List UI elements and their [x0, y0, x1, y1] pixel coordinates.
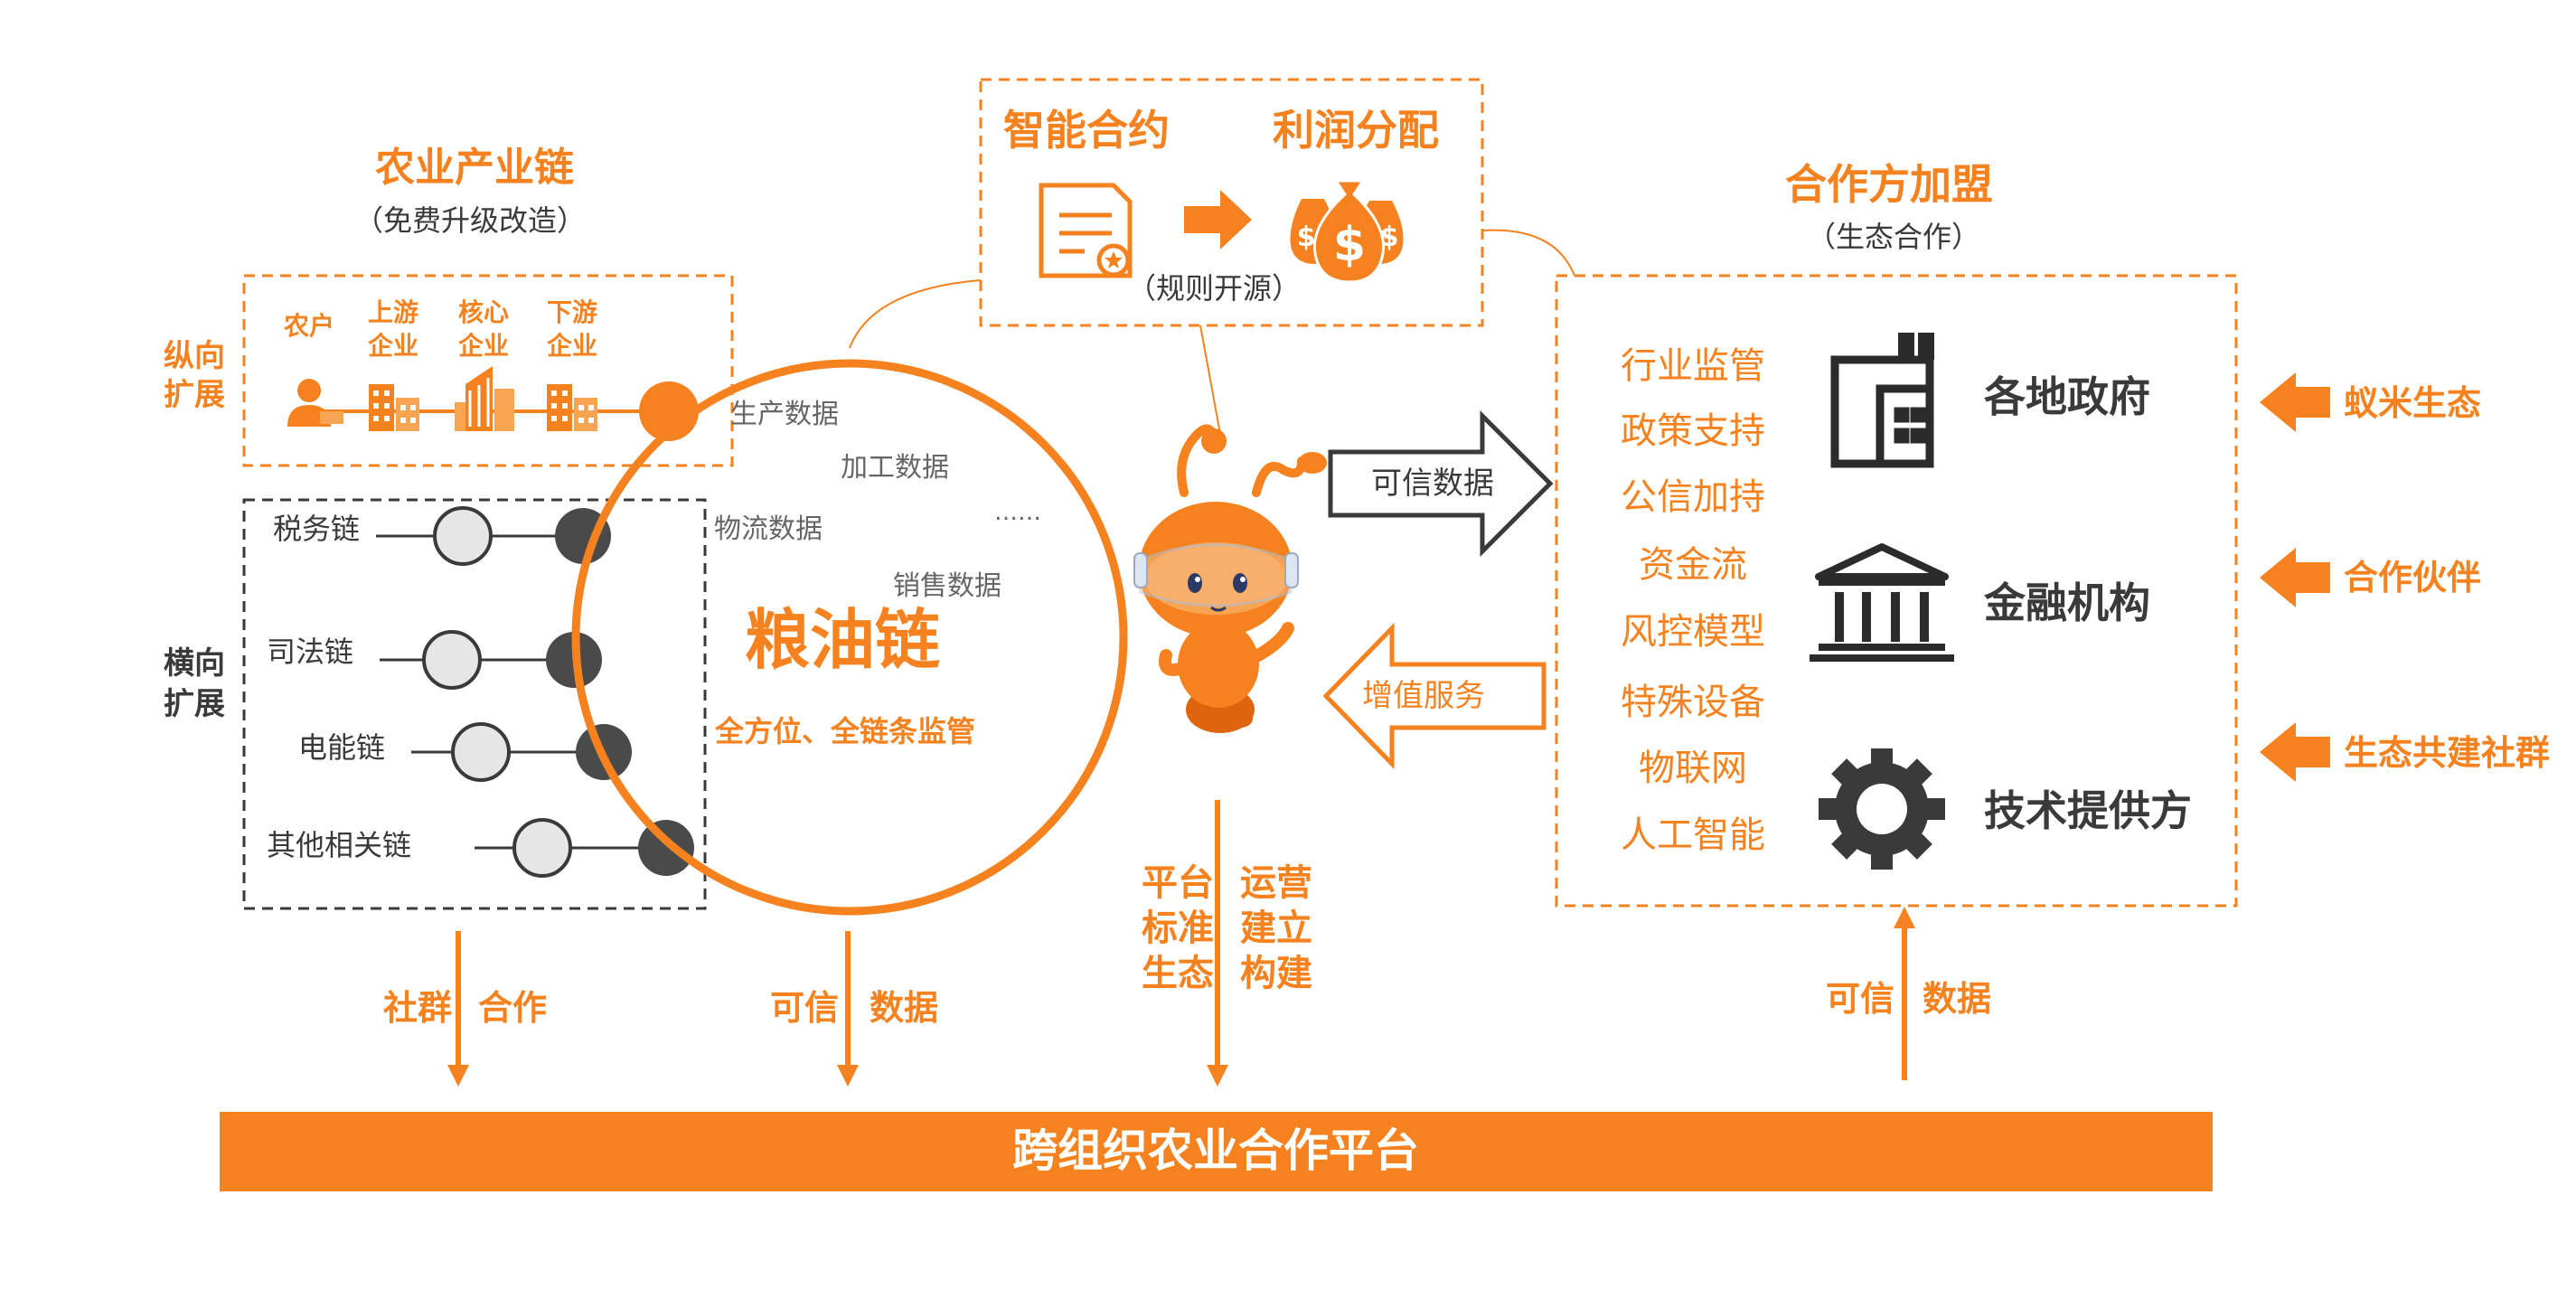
- grain-oil-chain-title: 粮油链: [745, 602, 940, 678]
- vertical-node-3-label-2: 企业: [458, 331, 509, 361]
- chain-row-judicial: 司法链: [267, 630, 602, 690]
- partner-label-government: 各地政府: [1984, 372, 2150, 421]
- connector-circle-to-contract: [849, 279, 982, 349]
- trusted-data-arrow-right: [1328, 409, 1554, 558]
- chain-light-node: [433, 506, 493, 566]
- vertical-node-4-label-1: 下游: [547, 297, 597, 327]
- partners-box: [1555, 274, 2238, 908]
- center-col-1-line-1: 平台: [1142, 862, 1214, 904]
- vertical-node-3-label-1: 核心: [458, 297, 509, 327]
- platform-title: 跨组织农业合作平台: [1012, 1124, 1419, 1177]
- vertical-node-1-label: 农户: [283, 311, 334, 341]
- data-label-logistics: 物流数据: [714, 513, 823, 545]
- chain-light-node: [422, 630, 482, 690]
- data-label-ellipsis: ……: [994, 499, 1041, 526]
- trusted-data-arrow-label: 可信数据: [1371, 466, 1494, 502]
- svg-text:$: $: [1380, 221, 1399, 253]
- center-col-2-line-2: 建立: [1240, 908, 1312, 949]
- service-item: 特殊设备: [1621, 682, 1765, 723]
- right-panel-title: 合作方加盟: [1785, 160, 1993, 209]
- center-col-2-line-3: 构建: [1240, 953, 1312, 994]
- community-label-left: 社群: [383, 988, 452, 1028]
- center-col-1-line-3: 生态: [1142, 953, 1214, 994]
- horizontal-label-1: 横向: [164, 645, 225, 682]
- ecosystem-arrow-2: [2260, 548, 2330, 607]
- vertical-label-2: 扩展: [164, 377, 225, 413]
- service-item: 风控模型: [1621, 611, 1765, 653]
- gear-icon: [1819, 748, 1945, 870]
- data-label-processing: 加工数据: [841, 452, 949, 484]
- trusted-label-left-2: 可信: [1826, 979, 1894, 1019]
- chain-row-tax: 税务链: [273, 506, 611, 566]
- profit-sharing-label: 利润分配: [1273, 106, 1439, 155]
- svg-text:$: $: [1333, 218, 1366, 272]
- service-item: 公信加持: [1621, 476, 1765, 518]
- trusted-label-right-2: 数据: [1923, 979, 1991, 1019]
- chain-row-other: 其他相关链: [267, 818, 694, 878]
- chain-label: 司法链: [267, 635, 353, 669]
- chain-label: 电能链: [298, 730, 385, 765]
- chain-label: 其他相关链: [267, 828, 411, 862]
- chain-dark-node: [638, 820, 694, 876]
- platform-bar: [220, 1112, 2213, 1191]
- grain-oil-chain-circle: [571, 359, 1128, 916]
- svg-text:$: $: [1297, 221, 1316, 253]
- ecosystem-arrow-1: [2260, 372, 2330, 432]
- building-icon: [547, 384, 597, 431]
- vertical-label-1: 纵向: [164, 338, 225, 374]
- data-label-sales: 销售数据: [893, 570, 1001, 602]
- smart-contract-label: 智能合约: [1003, 106, 1170, 155]
- money-bags-icon: $ $ $: [1290, 179, 1404, 284]
- vertical-expansion-box: [242, 274, 734, 467]
- smart-contract-box: [979, 78, 1484, 327]
- partner-label-tech: 技术提供方: [1984, 786, 2192, 835]
- community-label-right: 合作: [478, 988, 547, 1028]
- right-panel-subtitle: （生态合作）: [1807, 220, 1980, 254]
- ecosystem-label-partners: 合作伙伴: [2344, 558, 2481, 597]
- grain-oil-chain-subtitle: 全方位、全链条监管: [714, 714, 975, 748]
- value-added-arrow-left: [1322, 622, 1547, 770]
- chain-light-node: [512, 818, 572, 878]
- data-label-production: 生产数据: [730, 399, 839, 430]
- farmer-icon: [287, 379, 343, 427]
- connector-contract-to-partners: [1481, 229, 1575, 277]
- left-panel-title: 农业产业链: [375, 145, 574, 191]
- center-col-1-line-2: 标准: [1142, 908, 1214, 949]
- vertical-chain-junction-node: [639, 381, 699, 441]
- vertical-node-4-label-2: 企业: [547, 331, 597, 361]
- building-icon: [369, 384, 419, 431]
- ant-mascot-icon: [1133, 424, 1327, 733]
- center-col-2-line-1: 运营: [1240, 862, 1312, 904]
- connector-contract-to-ant: [1199, 325, 1221, 435]
- chain-label: 税务链: [273, 512, 360, 546]
- trusted-label-left-1: 可信: [770, 988, 839, 1028]
- government-building-icon: [1830, 333, 1934, 468]
- partner-label-finance: 金融机构: [1983, 579, 2150, 627]
- tower-icon: [455, 366, 514, 431]
- service-item: 行业监管: [1621, 345, 1765, 387]
- ecosystem-label-community: 生态共建社群: [2344, 733, 2550, 773]
- arrow-right-icon: [1184, 190, 1252, 249]
- contract-document-icon: [1039, 183, 1133, 278]
- chain-light-node: [451, 722, 511, 782]
- vertical-node-2-label-1: 上游: [368, 297, 418, 327]
- service-item: 政策支持: [1621, 410, 1765, 452]
- rules-open-source-note: （规则开源）: [1127, 271, 1301, 306]
- service-item: 人工智能: [1621, 814, 1765, 856]
- services-list: 行业监管 政策支持 公信加持 资金流 风控模型 特殊设备 物联网 人工智能: [1621, 345, 1765, 856]
- bank-icon: [1810, 543, 1954, 662]
- service-item: 资金流: [1639, 544, 1747, 586]
- ecosystem-label-antmi: 蚁米生态: [2344, 383, 2481, 423]
- chain-row-power: 电能链: [298, 722, 632, 782]
- horizontal-label-2: 扩展: [164, 686, 225, 722]
- trusted-label-right-1: 数据: [870, 988, 938, 1028]
- left-panel-subtitle: （免费升级改造）: [354, 203, 586, 238]
- ecosystem-arrow-3: [2260, 722, 2330, 782]
- value-added-arrow-label: 增值服务: [1362, 678, 1485, 714]
- vertical-node-2-label-2: 企业: [368, 331, 418, 361]
- service-item: 物联网: [1639, 748, 1747, 789]
